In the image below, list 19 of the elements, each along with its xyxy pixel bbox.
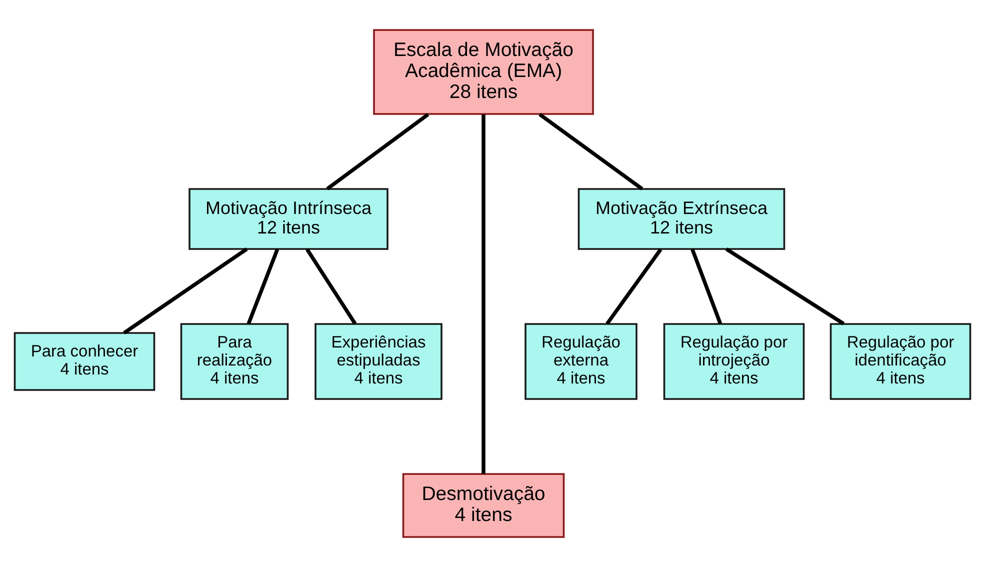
connector [538,112,644,190]
node-box: Escala de Motivação Acadêmica (EMA) 28 itens [373,29,594,115]
node-box: Motivação Extrínseca 12 itens [578,188,786,250]
connector [306,248,357,325]
connector [482,114,486,474]
connector [123,248,248,334]
connector [690,248,722,324]
node-box: Experiências estipuladas 4 itens [314,323,442,400]
connector [606,248,662,325]
connector [326,112,430,190]
node-box: Desmotivação 4 itens [402,473,565,538]
connector [725,247,845,326]
node-box: Para realização 4 itens [180,323,289,400]
node-box: Regulação por introjeção 4 itens [663,323,805,400]
node-box: Regulação externa 4 itens [524,323,638,400]
node-box: Regulação por identificação 4 itens [830,323,972,400]
node-box: Motivação Intrínseca 12 itens [188,188,388,250]
connector [246,248,280,324]
node-box: Para conhecer 4 itens [14,332,156,391]
